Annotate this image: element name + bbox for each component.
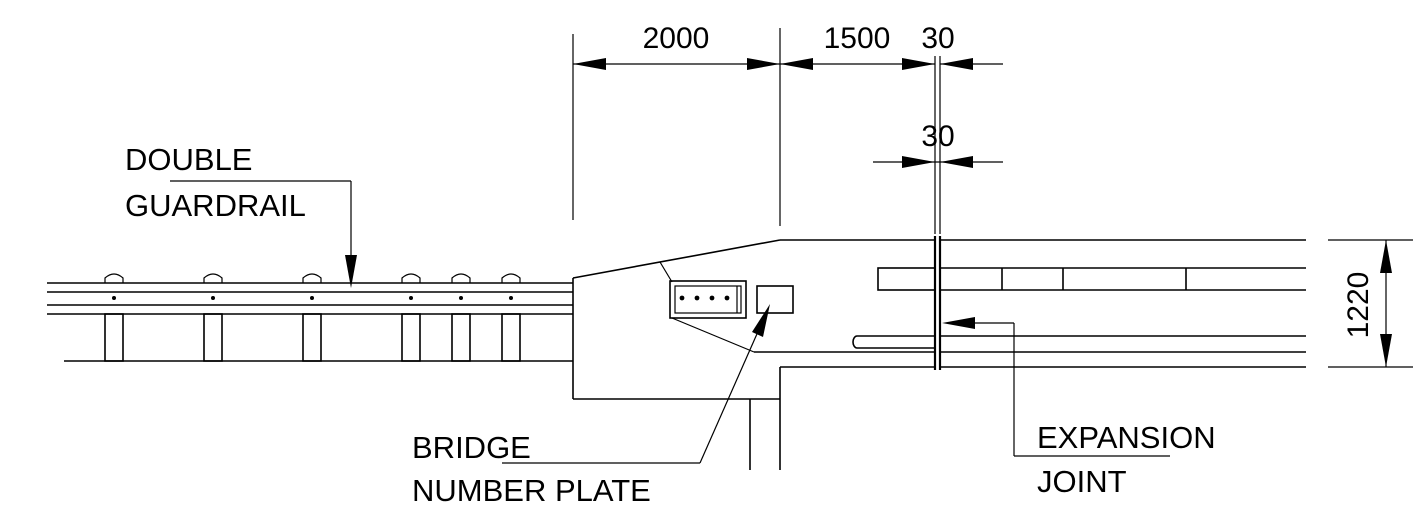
double-guardrail <box>47 282 573 362</box>
guardrail-bolt <box>409 296 413 300</box>
dimension-2000: 2000 <box>643 22 710 55</box>
dimension-30-top: 30 <box>921 22 954 55</box>
dimension-1500: 1500 <box>824 22 891 55</box>
guardrail-post <box>104 313 124 362</box>
guardrail-post-cap <box>203 273 223 283</box>
guardrail-bolt <box>459 296 463 300</box>
plate-label-line1: BRIDGE <box>412 430 531 465</box>
guardrail-post-cap <box>501 273 521 283</box>
guardrail-post <box>302 313 322 362</box>
guardrail-label-line2: GUARDRAIL <box>125 188 306 223</box>
guardrail-post <box>451 313 471 362</box>
guardrail-post-cap <box>451 273 471 283</box>
plate-label-line2: NUMBER PLATE <box>412 473 651 508</box>
dimension-lines <box>572 28 1413 368</box>
guardrail-post-cap <box>302 273 322 283</box>
dimension-30-lower: 30 <box>921 120 954 153</box>
guardrail-label-line1: DOUBLE <box>125 142 252 177</box>
label-leaders <box>170 180 1170 464</box>
guardrail-bolt <box>310 296 314 300</box>
bridge-number-plate <box>756 285 794 314</box>
bridge-deck <box>940 239 1306 368</box>
guardrail-post-cap <box>104 273 124 283</box>
guardrail-bolt <box>509 296 513 300</box>
guardrail-posts <box>104 273 521 362</box>
guardrail-bolt <box>211 296 215 300</box>
guardrail-bolt <box>112 296 116 300</box>
guardrail-post <box>501 313 521 362</box>
guardrail-post <box>203 313 223 362</box>
bridge-end-structure <box>572 239 936 470</box>
terminal-bolt <box>724 295 730 301</box>
joint-label-line2: JOINT <box>1037 464 1127 499</box>
terminal-bolt <box>679 295 685 301</box>
terminal-bolt <box>694 295 700 301</box>
terminal-bolt <box>709 295 715 301</box>
guardrail-post-cap <box>401 273 421 283</box>
dimension-1220: 1220 <box>1342 272 1375 339</box>
guardrail-post <box>401 313 421 362</box>
expansion-joint <box>933 236 942 370</box>
joint-label-line1: EXPANSION <box>1037 420 1216 455</box>
